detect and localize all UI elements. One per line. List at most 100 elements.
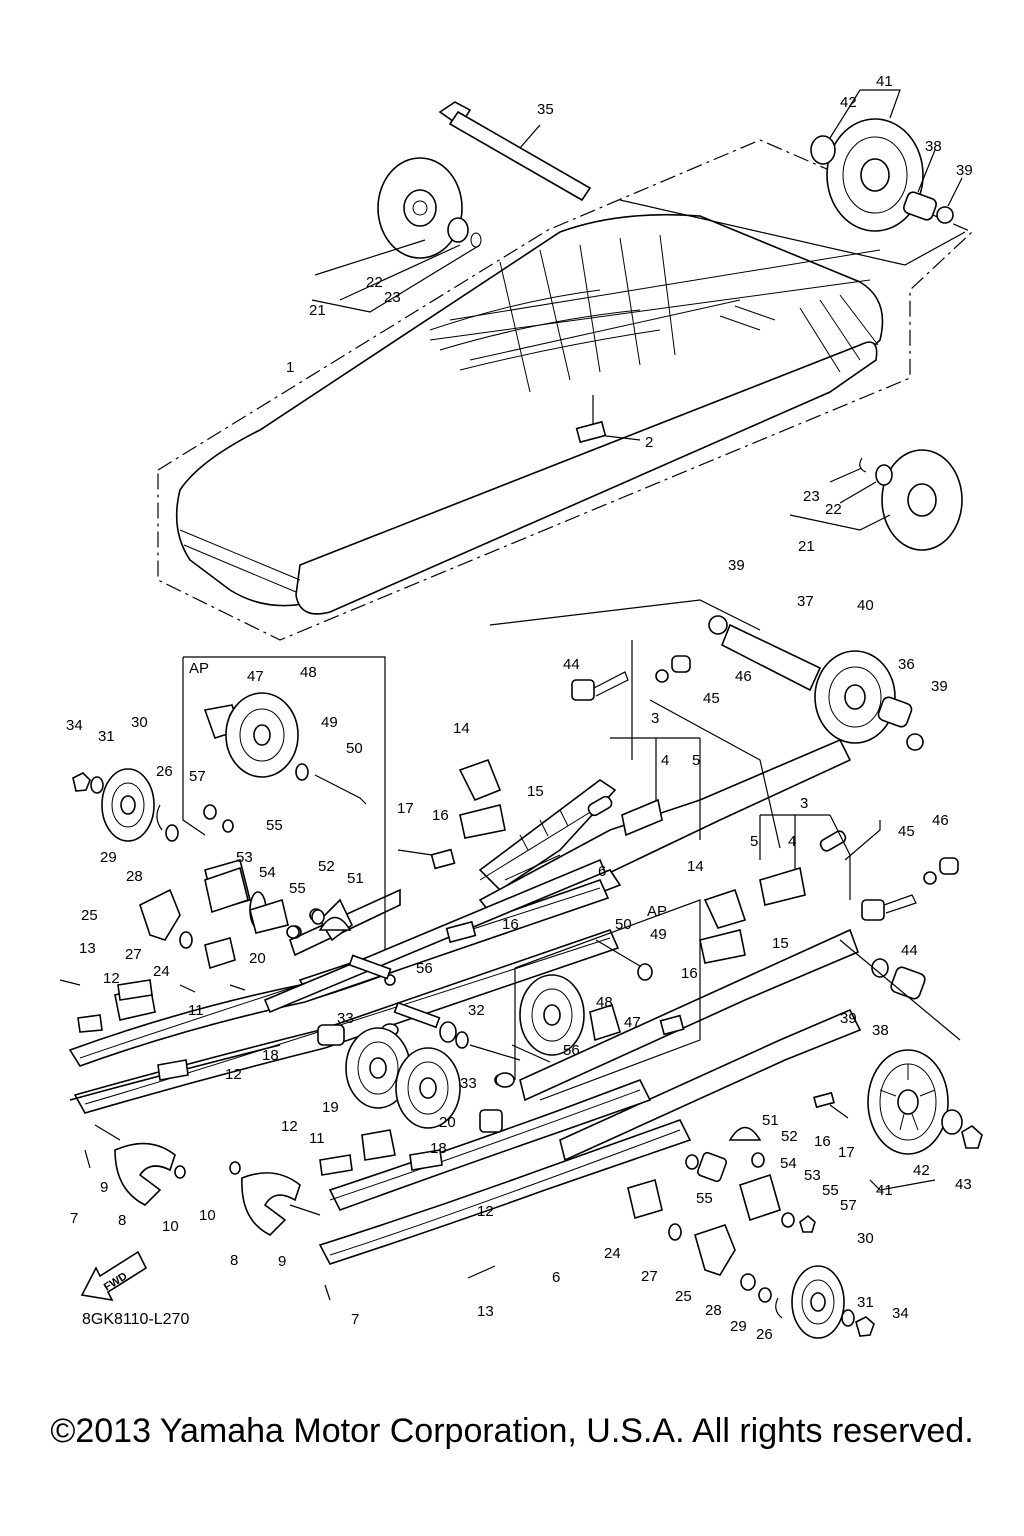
label-46: 46 xyxy=(735,668,752,685)
label-42: 42 xyxy=(840,94,857,111)
label-29: 29 xyxy=(100,849,117,866)
label-13: 13 xyxy=(477,1303,494,1320)
label-9: 9 xyxy=(278,1253,286,1270)
label-31: 31 xyxy=(857,1294,874,1311)
label-48: 48 xyxy=(300,664,317,681)
label-39: 39 xyxy=(931,678,948,695)
left-lower-parts xyxy=(59,979,515,1301)
label-7: 7 xyxy=(351,1311,359,1328)
label-8: 8 xyxy=(230,1252,238,1269)
label-38: 38 xyxy=(925,138,942,155)
label-33: 33 xyxy=(337,1010,354,1027)
label-31: 31 xyxy=(98,728,115,745)
label-26: 26 xyxy=(756,1326,773,1343)
label-20: 20 xyxy=(249,950,266,967)
label-12: 12 xyxy=(477,1203,494,1220)
label-15: 15 xyxy=(772,935,789,952)
label-18: 18 xyxy=(430,1140,447,1157)
label-ap: AP xyxy=(189,660,209,677)
label-39: 39 xyxy=(840,1010,857,1027)
label-16: 16 xyxy=(432,807,449,824)
label-49: 49 xyxy=(650,926,667,943)
label-54: 54 xyxy=(259,864,276,881)
rear-wheel-left-upper xyxy=(72,768,179,842)
label-32: 32 xyxy=(468,1002,485,1019)
label-9: 9 xyxy=(100,1179,108,1196)
label-55: 55 xyxy=(266,817,283,834)
label-36: 36 xyxy=(898,656,915,673)
label-22: 22 xyxy=(825,501,842,518)
label-27: 27 xyxy=(125,946,142,963)
idler-wheel-right xyxy=(789,449,963,551)
label-12: 12 xyxy=(225,1066,242,1083)
label-41: 41 xyxy=(876,73,893,90)
label-16: 16 xyxy=(502,916,519,933)
label-18: 18 xyxy=(262,1047,279,1064)
label-24: 24 xyxy=(604,1245,621,1262)
track-belt xyxy=(157,139,974,641)
label-52: 52 xyxy=(318,858,335,875)
label-24: 24 xyxy=(153,963,170,980)
idler-wheels-19 xyxy=(345,1027,461,1129)
label-57: 57 xyxy=(840,1197,857,1214)
label-28: 28 xyxy=(705,1302,722,1319)
label-17: 17 xyxy=(397,800,414,817)
label-5: 5 xyxy=(692,752,700,769)
label-29: 29 xyxy=(730,1318,747,1335)
label-33: 33 xyxy=(460,1075,477,1092)
diagram-code: 8GK8110-L270 xyxy=(82,1311,189,1328)
label-21: 21 xyxy=(798,538,815,555)
label-53: 53 xyxy=(804,1167,821,1184)
label-51: 51 xyxy=(347,870,364,887)
idler-wheel-upper-right xyxy=(619,89,966,266)
label-23: 23 xyxy=(384,289,401,306)
label-45: 45 xyxy=(898,823,915,840)
label-28: 28 xyxy=(126,868,143,885)
label-38: 38 xyxy=(872,1022,889,1039)
label-11: 11 xyxy=(188,1002,204,1019)
label-10: 10 xyxy=(199,1207,216,1224)
label-42: 42 xyxy=(913,1162,930,1179)
brackets-3-4-5-upper xyxy=(610,699,781,849)
right-lower-parts xyxy=(627,1091,875,1339)
label-35: 35 xyxy=(537,101,554,118)
label-13: 13 xyxy=(79,940,96,957)
label-44: 44 xyxy=(901,942,918,959)
right-lower-wheel-41 xyxy=(839,820,983,1191)
label-10: 10 xyxy=(162,1218,179,1235)
label-21: 21 xyxy=(309,302,326,319)
bolt-44-upper xyxy=(571,655,691,701)
track-clip xyxy=(575,395,641,444)
label-44: 44 xyxy=(563,656,580,673)
label-12: 12 xyxy=(103,970,120,987)
label-19: 19 xyxy=(322,1099,339,1116)
label-40: 40 xyxy=(857,597,874,614)
label-17: 17 xyxy=(838,1144,855,1161)
label-34: 34 xyxy=(892,1305,909,1322)
label-14: 14 xyxy=(453,720,470,737)
label-14: 14 xyxy=(687,858,704,875)
label-25: 25 xyxy=(81,907,98,924)
label-46: 46 xyxy=(932,812,949,829)
label-3: 3 xyxy=(800,795,808,812)
label-47: 47 xyxy=(247,668,264,685)
label-45: 45 xyxy=(703,690,720,707)
label-50: 50 xyxy=(346,740,363,757)
shaft-and-wheel-40 xyxy=(489,599,924,760)
label-30: 30 xyxy=(857,1230,874,1247)
ap-box-upper xyxy=(182,656,386,950)
brackets-14-15-upper xyxy=(397,758,506,944)
label-52: 52 xyxy=(781,1128,798,1145)
label-8: 8 xyxy=(118,1212,126,1229)
copyright-notice: ©2013 Yamaha Motor Corporation, U.S.A. A… xyxy=(50,1412,974,1450)
rear-axle xyxy=(438,101,592,202)
callout-labels: 1 2 35 41 42 38 39 21 22 23 23 22 21 39 … xyxy=(66,73,973,1343)
fwd-arrow: FWD xyxy=(80,1250,148,1302)
label-50: 50 xyxy=(615,916,632,933)
label-15: 15 xyxy=(527,783,544,800)
label-20: 20 xyxy=(439,1114,456,1131)
label-55: 55 xyxy=(696,1190,713,1207)
label-26: 26 xyxy=(156,763,173,780)
label-5: 5 xyxy=(750,833,758,850)
